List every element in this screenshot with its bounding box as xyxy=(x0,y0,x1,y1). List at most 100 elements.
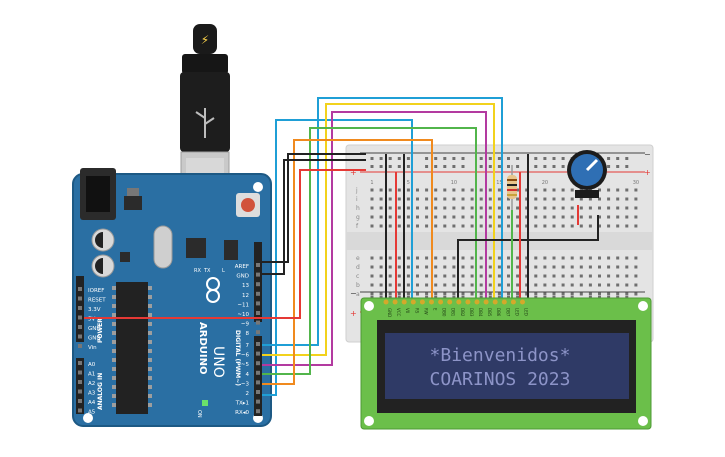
rail-plus-label-bottom: + xyxy=(350,309,357,318)
wire-yellow[interactable] xyxy=(262,103,495,356)
header-pin[interactable] xyxy=(256,361,260,366)
header-pin[interactable] xyxy=(256,282,260,287)
lcd-pin[interactable] xyxy=(383,299,389,305)
header-pin[interactable] xyxy=(256,390,260,394)
header-pin[interactable] xyxy=(78,296,82,301)
pin-label: 3.3V xyxy=(88,307,101,313)
arduino-logo-text: ARDUINO xyxy=(197,322,208,374)
breadboard-column-label: 15 xyxy=(496,180,502,186)
lcd-pin[interactable] xyxy=(456,299,462,305)
wire-cyan[interactable] xyxy=(262,119,413,396)
header-pin[interactable] xyxy=(78,287,82,291)
header-pin[interactable] xyxy=(78,306,82,310)
lcd-pin[interactable] xyxy=(419,299,425,305)
lcd-pin[interactable] xyxy=(510,299,516,305)
lcd-pin[interactable] xyxy=(401,299,407,305)
header-pin[interactable] xyxy=(256,311,260,315)
wire-cyan-2[interactable] xyxy=(262,97,503,346)
voltage-regulator xyxy=(124,196,142,210)
header-pin[interactable] xyxy=(78,389,82,394)
lcd-pin[interactable] xyxy=(410,299,416,305)
pin-label: Vin xyxy=(88,345,97,351)
header-pin[interactable] xyxy=(256,409,260,414)
resistor[interactable] xyxy=(507,165,517,210)
analog-header[interactable] xyxy=(76,358,84,414)
lcd-pin-label: LED xyxy=(524,308,529,316)
header-pin[interactable] xyxy=(256,342,260,346)
header-pin[interactable] xyxy=(256,351,260,356)
potentiometer[interactable] xyxy=(567,150,607,198)
header-pin[interactable] xyxy=(78,361,82,365)
usb-chip xyxy=(186,238,206,258)
breadboard-column-label: 1 xyxy=(370,180,373,186)
header-pin[interactable] xyxy=(78,325,82,329)
header-pin[interactable] xyxy=(256,291,260,296)
jumper-wires[interactable] xyxy=(84,97,599,396)
lightning-icon: ⚡ xyxy=(201,33,209,47)
lcd-pin-label: RS xyxy=(414,308,419,314)
lcd-pin-label: RW xyxy=(423,308,428,315)
pin-label: ~5 xyxy=(241,362,250,368)
pin-label: AREF xyxy=(235,264,249,270)
lcd-pin[interactable] xyxy=(474,299,480,305)
pin-label: 8 xyxy=(246,331,250,337)
uno-label: UNO xyxy=(210,346,226,378)
wire-magenta[interactable] xyxy=(262,111,487,366)
lcd-pin[interactable] xyxy=(438,299,444,305)
atmega-chip xyxy=(116,282,148,414)
pin-label: ~9 xyxy=(241,322,250,328)
pin-label: A4 xyxy=(88,400,96,406)
icsp-header xyxy=(224,240,238,260)
pin-label: RESET xyxy=(88,298,106,304)
header-pin[interactable] xyxy=(78,344,82,348)
header-pin[interactable] xyxy=(78,399,82,403)
lcd-pin[interactable] xyxy=(447,299,453,305)
header-pin[interactable] xyxy=(256,301,260,306)
breadboard-row-label: g xyxy=(356,214,360,221)
pin-label: A5 xyxy=(88,410,96,416)
breadboard-row-label: h xyxy=(356,205,360,212)
lcd-pin[interactable] xyxy=(465,299,471,305)
rail-minus-label-bottom: − xyxy=(350,289,357,298)
arduino-uno-board[interactable]: RX TX L ARDUINO UNO DIGITAL (PWM~) POWER… xyxy=(72,168,272,427)
pin-label: 5V xyxy=(88,317,95,323)
led-l-label: L xyxy=(222,268,225,274)
wire-orange[interactable] xyxy=(262,139,433,385)
header-pin[interactable] xyxy=(78,370,82,375)
digital-header-bottom[interactable] xyxy=(254,336,262,416)
lcd-pin[interactable] xyxy=(429,299,434,305)
digital-header-top[interactable] xyxy=(254,242,262,322)
lcd-pin[interactable] xyxy=(392,299,398,305)
lcd-line-2: COARINOS 2023 xyxy=(430,369,571,390)
pin-label: ~3 xyxy=(241,381,250,387)
lcd-pin[interactable] xyxy=(520,299,525,305)
wire-black-gnd-2[interactable] xyxy=(262,153,366,263)
header-pin[interactable] xyxy=(256,263,260,267)
lcd-pin-label: DB6 xyxy=(496,308,501,317)
breadboard-column-label: 30 xyxy=(633,180,639,186)
lcd-pin-label: DB5 xyxy=(487,308,492,317)
digital-header-title: DIGITAL (PWM~) xyxy=(234,330,241,386)
lcd-pin-label: DB2 xyxy=(460,308,465,317)
header-pin[interactable] xyxy=(256,380,260,385)
header-pin[interactable] xyxy=(78,315,82,320)
header-pin[interactable] xyxy=(256,399,260,404)
header-pin[interactable] xyxy=(78,380,82,384)
header-pin[interactable] xyxy=(256,370,260,375)
breadboard-column-label: 10 xyxy=(451,180,457,186)
lcd-pin[interactable] xyxy=(501,299,507,305)
header-pin[interactable] xyxy=(78,334,82,339)
wire-red-5v[interactable] xyxy=(84,169,366,319)
pin-label: 2 xyxy=(246,391,250,397)
wire-black-gnd[interactable] xyxy=(262,159,366,275)
breadboard-row-label: c xyxy=(356,273,359,280)
lcd-pin[interactable] xyxy=(483,299,489,305)
header-pin[interactable] xyxy=(256,320,260,325)
header-pin[interactable] xyxy=(78,408,82,413)
header-pin[interactable] xyxy=(256,330,260,335)
header-pin[interactable] xyxy=(256,272,260,277)
pin-label: A1 xyxy=(88,372,95,378)
lcd-pin[interactable] xyxy=(492,299,498,305)
